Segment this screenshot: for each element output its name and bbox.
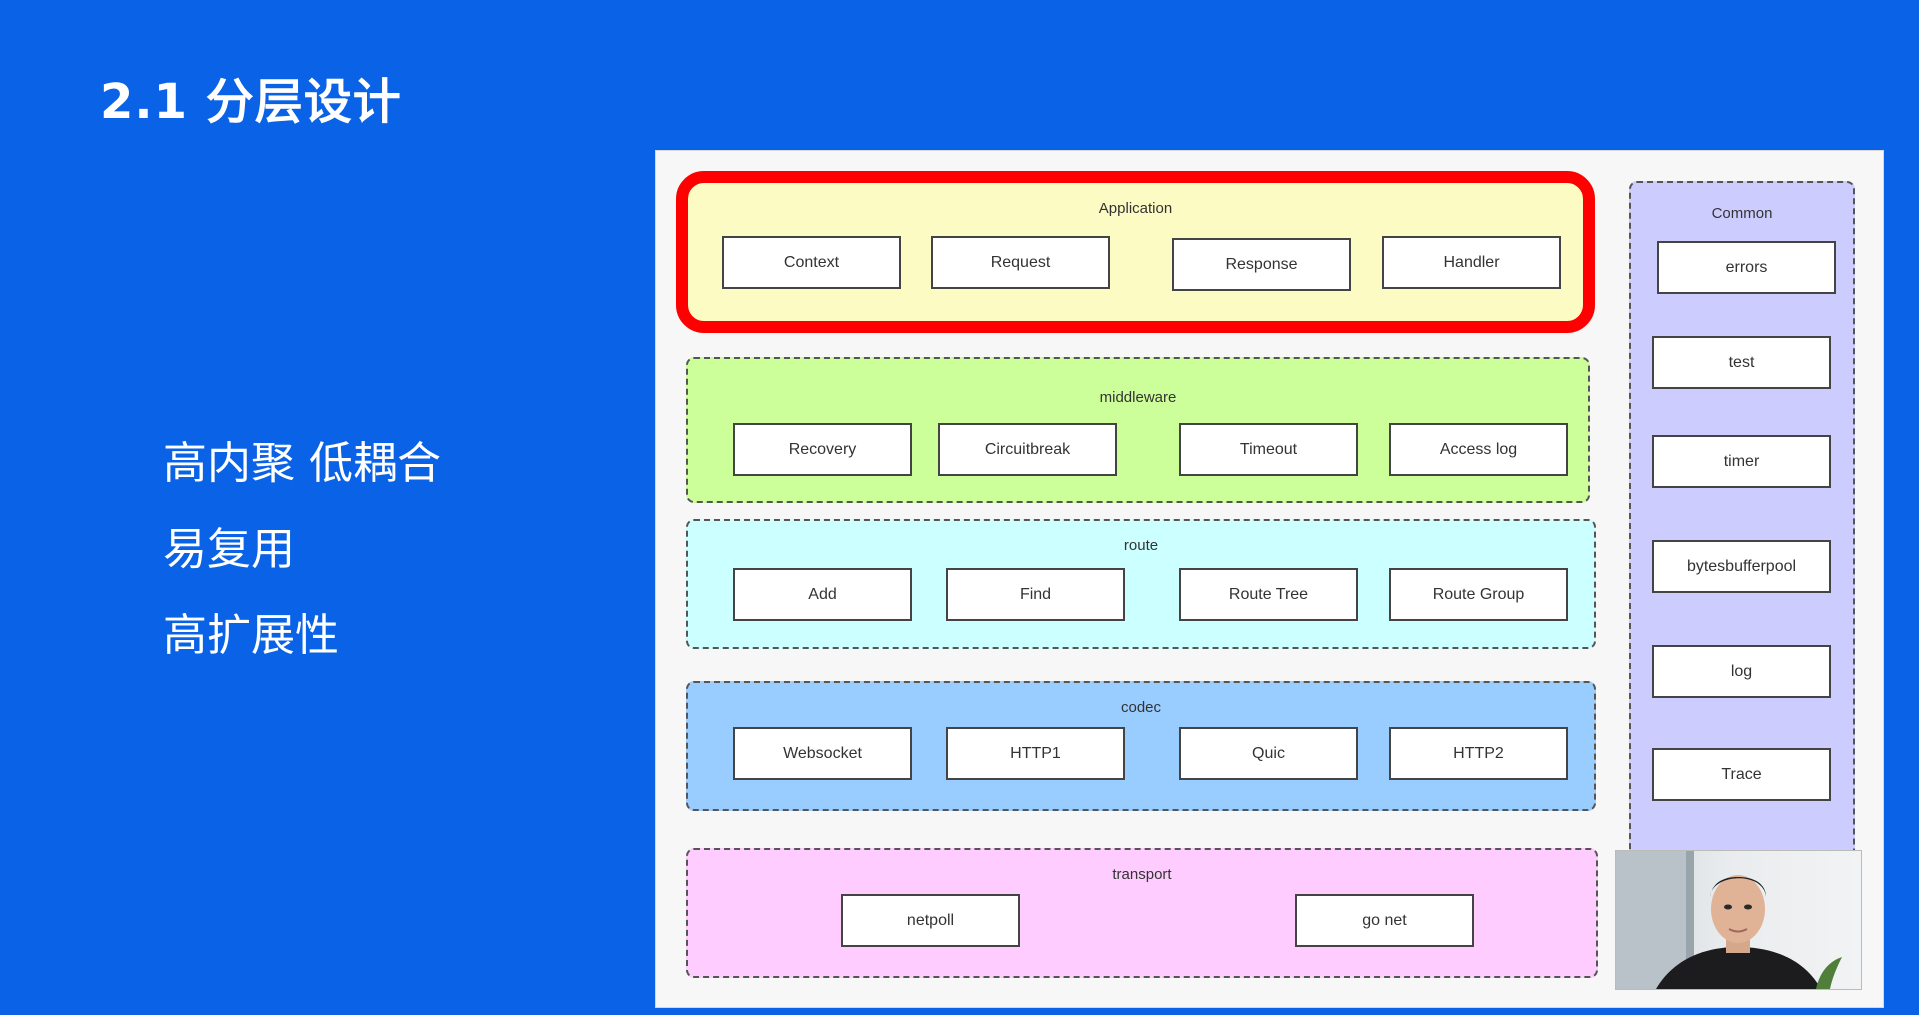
common-test-box: test — [1652, 336, 1831, 389]
presenter-figure — [1616, 851, 1842, 989]
middleware-circuitbreak-box: Circuitbreak — [938, 423, 1117, 476]
bullet-item: 高扩展性 — [163, 610, 339, 661]
transport-layer: transport netpoll go net — [686, 848, 1598, 978]
bullet-item: 易复用 — [163, 524, 295, 575]
route-group-box: Route Group — [1389, 568, 1568, 621]
middleware-timeout-box: Timeout — [1179, 423, 1358, 476]
application-layer: Application Context Request Response Han… — [676, 171, 1595, 333]
transport-netpoll-box: netpoll — [841, 894, 1020, 947]
application-layer-label: Application — [1098, 200, 1173, 217]
common-errors-box: errors — [1657, 241, 1836, 294]
codec-http2-box: HTTP2 — [1389, 727, 1568, 780]
middleware-recovery-box: Recovery — [733, 423, 912, 476]
bullet-item: 高内聚 低耦合 — [163, 438, 441, 489]
codec-websocket-box: Websocket — [733, 727, 912, 780]
codec-layer: codec Websocket HTTP1 Quic HTTP2 — [686, 681, 1596, 811]
application-handler-box: Handler — [1382, 236, 1561, 289]
route-layer-label: route — [1123, 537, 1159, 554]
codec-http1-box: HTTP1 — [946, 727, 1125, 780]
middleware-layer-label: middleware — [1099, 389, 1177, 406]
common-trace-box: Trace — [1652, 748, 1831, 801]
transport-go-net-box: go net — [1295, 894, 1474, 947]
common-bytesbufferpool-box: bytesbufferpool — [1652, 540, 1831, 593]
slide-title: 2.1 分层设计 — [100, 74, 402, 130]
route-layer: route Add Find Route Tree Route Group — [686, 519, 1596, 649]
route-tree-box: Route Tree — [1179, 568, 1358, 621]
codec-layer-label: codec — [1120, 699, 1162, 716]
common-log-box: log — [1652, 645, 1831, 698]
bullet-list: 高内聚 低耦合 易复用 高扩展性 — [163, 438, 441, 696]
presenter-webcam-video — [1615, 850, 1862, 990]
common-layer: Common errors test timer bytesbufferpool… — [1629, 181, 1855, 881]
middleware-access-log-box: Access log — [1389, 423, 1568, 476]
codec-quic-box: Quic — [1179, 727, 1358, 780]
route-find-box: Find — [946, 568, 1125, 621]
architecture-diagram: Application Context Request Response Han… — [655, 150, 1884, 1008]
route-add-box: Add — [733, 568, 912, 621]
transport-layer-label: transport — [1112, 866, 1172, 883]
application-response-box: Response — [1172, 238, 1351, 291]
application-context-box: Context — [722, 236, 901, 289]
application-request-box: Request — [931, 236, 1110, 289]
common-timer-box: timer — [1652, 435, 1831, 488]
common-layer-label: Common — [1711, 205, 1773, 222]
middleware-layer: middleware Recovery Circuitbreak Timeout… — [686, 357, 1590, 503]
